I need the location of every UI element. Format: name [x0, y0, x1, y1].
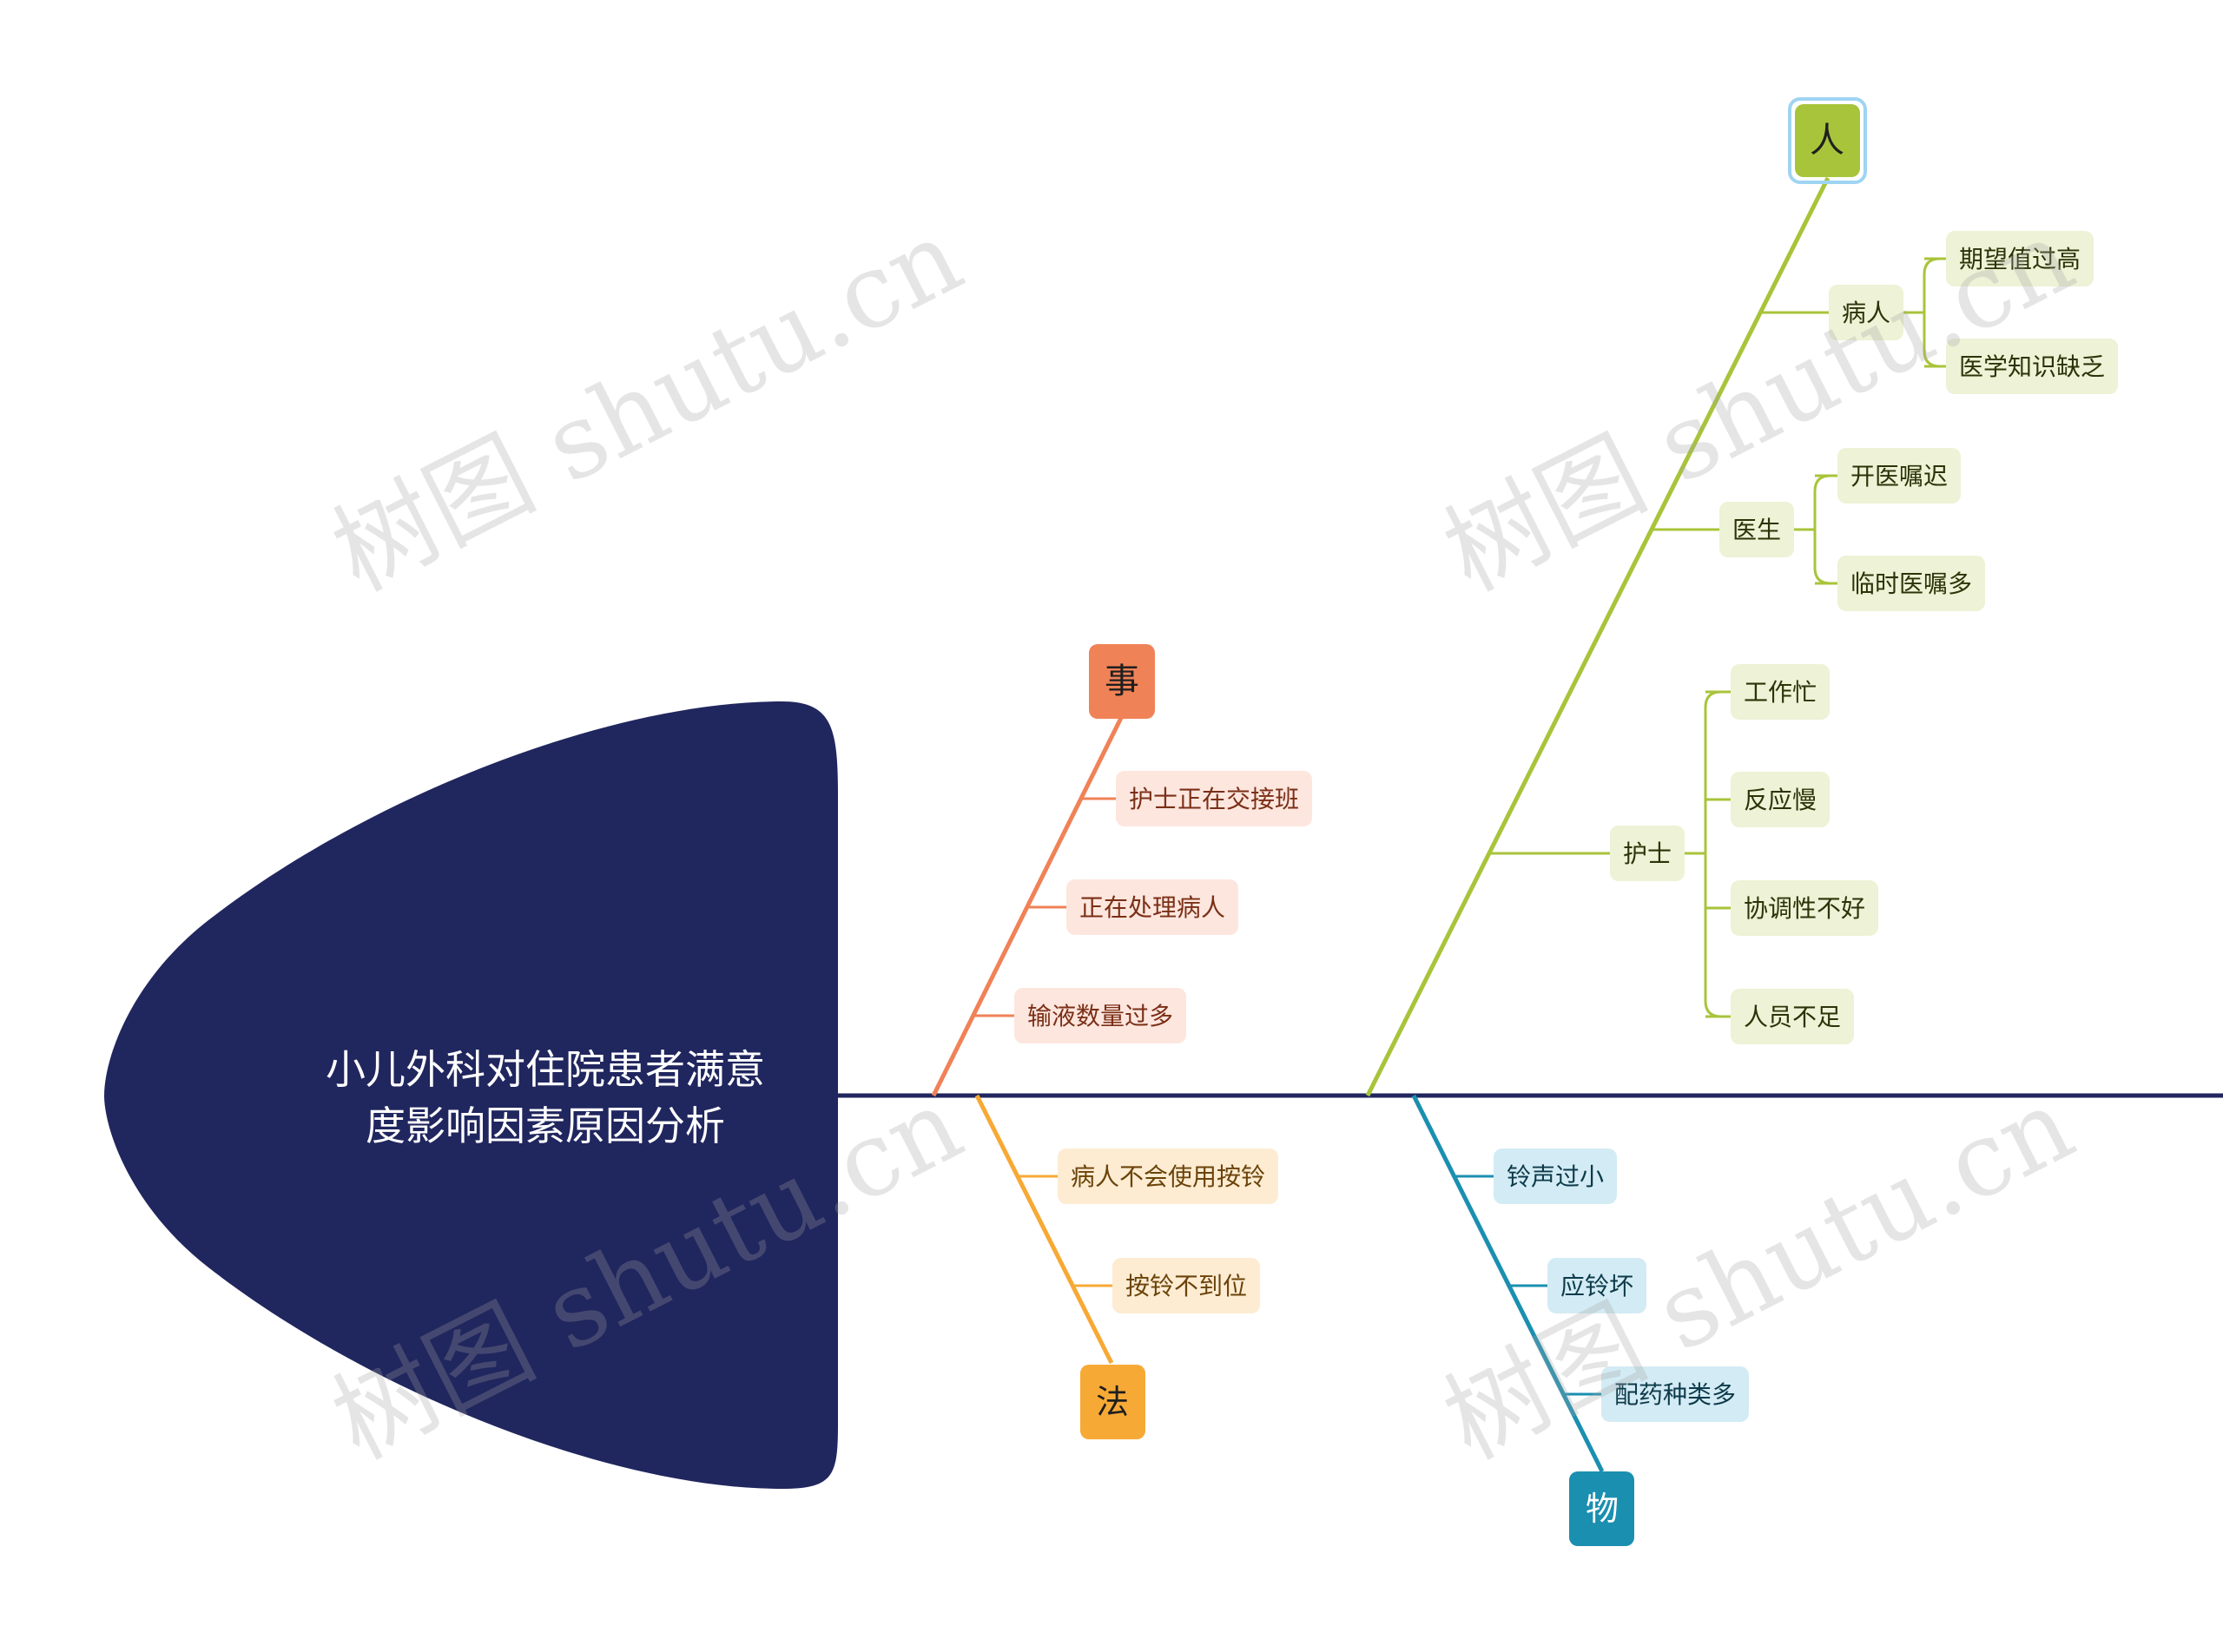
ren-leaf-2-3-box — [1731, 989, 1854, 1044]
category-ren-label: 人 — [1810, 121, 1844, 161]
ren-leaf-2-3[interactable]: 人员不足 — [1744, 1003, 1841, 1031]
shi-item-1-box — [1066, 879, 1238, 935]
bone-wu — [1411, 1094, 1605, 1473]
ren-leaf-0-0[interactable]: 期望值过高 — [1959, 245, 2081, 273]
category-fa-label: 法 — [1096, 1383, 1129, 1421]
shi-item-0-box — [1116, 771, 1312, 826]
wu-item-2[interactable]: 配药种类多 — [1614, 1380, 1736, 1409]
fa-item-1-box — [1112, 1258, 1260, 1313]
ren-leaf-2-1[interactable]: 反应慢 — [1744, 786, 1817, 814]
ren-leaf-0-1-box — [1946, 339, 2118, 394]
wu-item-1-box — [1547, 1258, 1646, 1313]
fish-head — [104, 701, 838, 1489]
category-shi-label: 事 — [1105, 661, 1139, 701]
category-wu[interactable]: 物 — [1569, 1471, 1634, 1546]
shi-item-0[interactable]: 护士正在交接班 — [1129, 785, 1299, 813]
category-ren[interactable]: 人 — [1788, 97, 1867, 184]
ren-group-0-box — [1829, 285, 1903, 340]
ren-group-2[interactable]: 护士 — [1623, 839, 1672, 868]
wu-item-1[interactable]: 应铃坏 — [1560, 1272, 1633, 1300]
ren-group-bracket-1 — [1813, 474, 1831, 585]
fa-item-1[interactable]: 按铃不到位 — [1125, 1272, 1247, 1300]
category-wu-label: 物 — [1586, 1490, 1619, 1528]
ren-leaf-1-0[interactable]: 开医嘱迟 — [1850, 462, 1948, 490]
category-shi[interactable]: 事 — [1089, 644, 1155, 719]
bone-ren — [1365, 176, 1831, 1097]
ren-leaf-0-1[interactable]: 医学知识缺乏 — [1959, 352, 2105, 381]
wu-item-0-box — [1494, 1149, 1617, 1204]
ren-group-2-box — [1610, 826, 1685, 881]
ren-leaf-2-0[interactable]: 工作忙 — [1744, 678, 1817, 707]
ren-leaf-2-1-box — [1731, 772, 1830, 827]
ren-leaf-0-0-box — [1946, 231, 2094, 286]
ren-group-bracket-0 — [1923, 257, 1941, 368]
shi-item-2[interactable]: 输液数量过多 — [1027, 1002, 1173, 1030]
ren-leaf-2-0-box — [1731, 664, 1830, 720]
bone-fa — [974, 1094, 1114, 1365]
ren-group-1-box — [1719, 502, 1794, 557]
root-title-line2: 度影响因素原因分析 — [366, 1102, 725, 1149]
ren-group-1[interactable]: 医生 — [1732, 516, 1781, 544]
fa-item-0[interactable]: 病人不会使用按铃 — [1071, 1162, 1265, 1191]
ren-leaf-2-2-box — [1731, 880, 1878, 936]
wu-item-0[interactable]: 铃声过小 — [1507, 1162, 1604, 1191]
ren-leaf-1-0-box — [1837, 448, 1961, 503]
fa-item-0-box — [1058, 1149, 1278, 1204]
shi-item-2-box — [1014, 988, 1186, 1043]
ren-leaf-1-1[interactable]: 临时医嘱多 — [1850, 569, 1972, 598]
ren-leaf-1-1-box — [1837, 556, 1985, 611]
ren-group-0[interactable]: 病人 — [1842, 299, 1890, 327]
ren-group-bracket-2 — [1704, 690, 1722, 1018]
category-fa[interactable]: 法 — [1080, 1365, 1145, 1439]
root-title-line1: 小儿外科对住院患者满意 — [326, 1046, 765, 1093]
ren-leaf-2-2[interactable]: 协调性不好 — [1744, 894, 1865, 923]
wu-item-2-box — [1601, 1366, 1749, 1422]
shi-item-1[interactable]: 正在处理病人 — [1079, 893, 1225, 922]
